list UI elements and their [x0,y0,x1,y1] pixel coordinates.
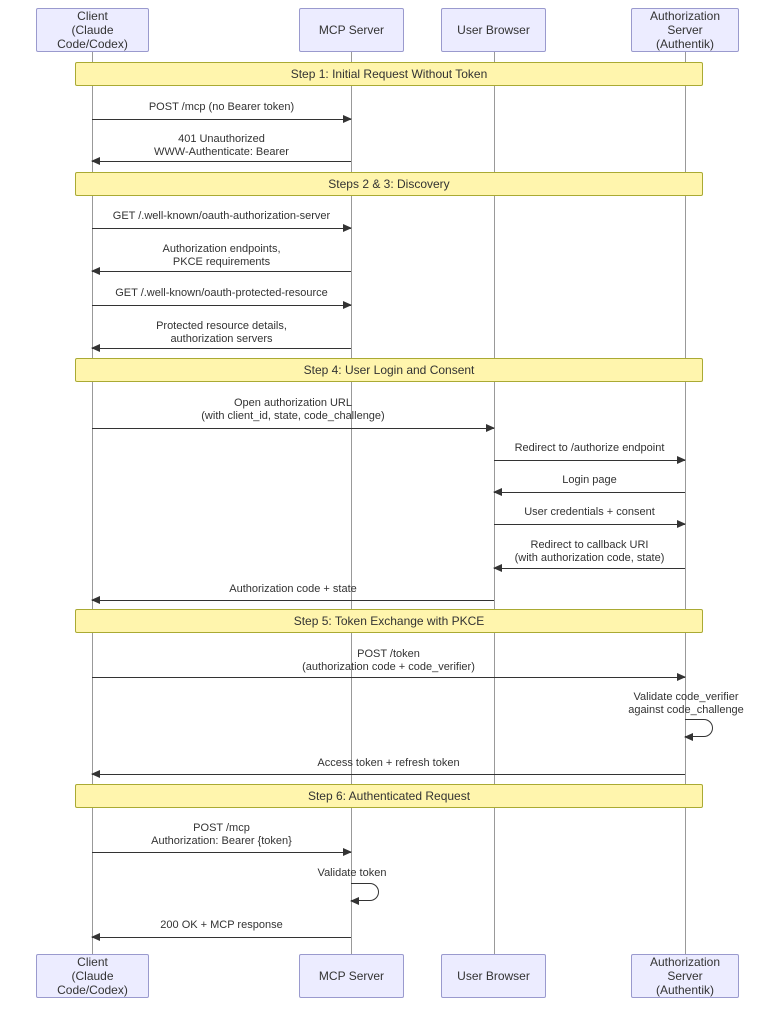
message-validate-code-verifier-label: Validate code_verifier against code_chal… [628,691,744,716]
message-get-protected-resource-label: GET /.well-known/oauth-protected-resourc… [115,287,328,299]
arrow-client-to-mcp [92,115,352,123]
message-login-page-label: Login page [562,474,617,486]
message-user-credentials-label: User credentials + consent [524,506,655,518]
arrowhead-right-icon [343,115,352,123]
arrow-client-to-mcp [92,224,352,232]
self-loop-mcp-server [350,883,379,905]
arrowhead-left-icon [91,933,100,941]
arrowhead-left-icon [493,488,502,496]
arrowhead-left-icon [493,564,502,572]
arrow-client-to-mcp [92,848,352,856]
message-validate-token-label: Validate token [317,867,387,879]
lifeline-user-browser [494,52,495,954]
section-step1: Step 1: Initial Request Without Token [75,62,703,86]
arrow-mcp-to-client [91,157,351,165]
participant-user-browser-top: User Browser [441,8,546,52]
message-auth-endpoints-label: Authorization endpoints, PKCE requiremen… [162,243,281,268]
self-loop-auth-server [684,719,713,741]
section-step5: Step 5: Token Exchange with PKCE [75,609,703,633]
arrow-browser-to-auth [494,456,686,464]
arrow-auth-to-browser [493,488,685,496]
message-access-token-label: Access token + refresh token [317,757,460,769]
arrowhead-right-icon [343,848,352,856]
lifeline-auth-server [685,52,686,954]
arrowhead-right-icon [677,456,686,464]
arrow-auth-to-client [91,770,685,778]
message-open-authorization-url-label: Open authorization URL (with client_id, … [201,397,385,422]
arrowhead-left-icon [91,267,100,275]
arrowhead-left-icon [684,733,693,741]
arrowhead-right-icon [677,520,686,528]
participant-user-browser-bottom: User Browser [441,954,546,998]
message-401-unauthorized-label: 401 Unauthorized WWW-Authenticate: Beare… [154,133,289,158]
participant-auth-server-bottom: Authorization Server (Authentik) [631,954,739,998]
message-get-auth-server-metadata-label: GET /.well-known/oauth-authorization-ser… [112,210,331,222]
section-step6: Step 6: Authenticated Request [75,784,703,808]
message-redirect-callback-label: Redirect to callback URI (with authoriza… [514,539,665,564]
arrow-client-to-mcp [92,301,352,309]
arrowhead-left-icon [350,897,359,905]
arrow-mcp-to-client [91,267,351,275]
arrowhead-right-icon [677,673,686,681]
arrow-auth-to-browser [493,564,685,572]
message-post-token-label: POST /token (authorization code + code_v… [302,648,475,673]
arrowhead-right-icon [343,224,352,232]
arrow-mcp-to-client [91,933,351,941]
arrowhead-right-icon [486,424,495,432]
participant-mcp-server-bottom: MCP Server [299,954,404,998]
participant-client-top: Client (Claude Code/Codex) [36,8,149,52]
arrow-browser-to-client [91,596,494,604]
message-redirect-authorize-label: Redirect to /authorize endpoint [514,442,665,454]
section-steps2-3: Steps 2 & 3: Discovery [75,172,703,196]
arrowhead-left-icon [91,596,100,604]
arrowhead-left-icon [91,770,100,778]
lifeline-client [92,52,93,954]
arrowhead-left-icon [91,157,100,165]
message-post-mcp-bearer-label: POST /mcp Authorization: Bearer {token} [151,822,292,847]
participant-auth-server-top: Authorization Server (Authentik) [631,8,739,52]
lifeline-mcp-server [351,52,352,954]
arrowhead-left-icon [91,344,100,352]
participant-mcp-server-top: MCP Server [299,8,404,52]
participant-client-bottom: Client (Claude Code/Codex) [36,954,149,998]
message-post-mcp-no-token-label: POST /mcp (no Bearer token) [148,101,295,113]
message-protected-resource-details-label: Protected resource details, authorizatio… [156,320,287,345]
arrow-client-to-auth [92,673,686,681]
message-200-ok-label: 200 OK + MCP response [160,919,283,931]
arrow-client-to-browser [92,424,495,432]
arrow-browser-to-auth [494,520,686,528]
arrow-mcp-to-client [91,344,351,352]
arrowhead-right-icon [343,301,352,309]
section-step4: Step 4: User Login and Consent [75,358,703,382]
message-authorization-code-label: Authorization code + state [229,583,357,595]
